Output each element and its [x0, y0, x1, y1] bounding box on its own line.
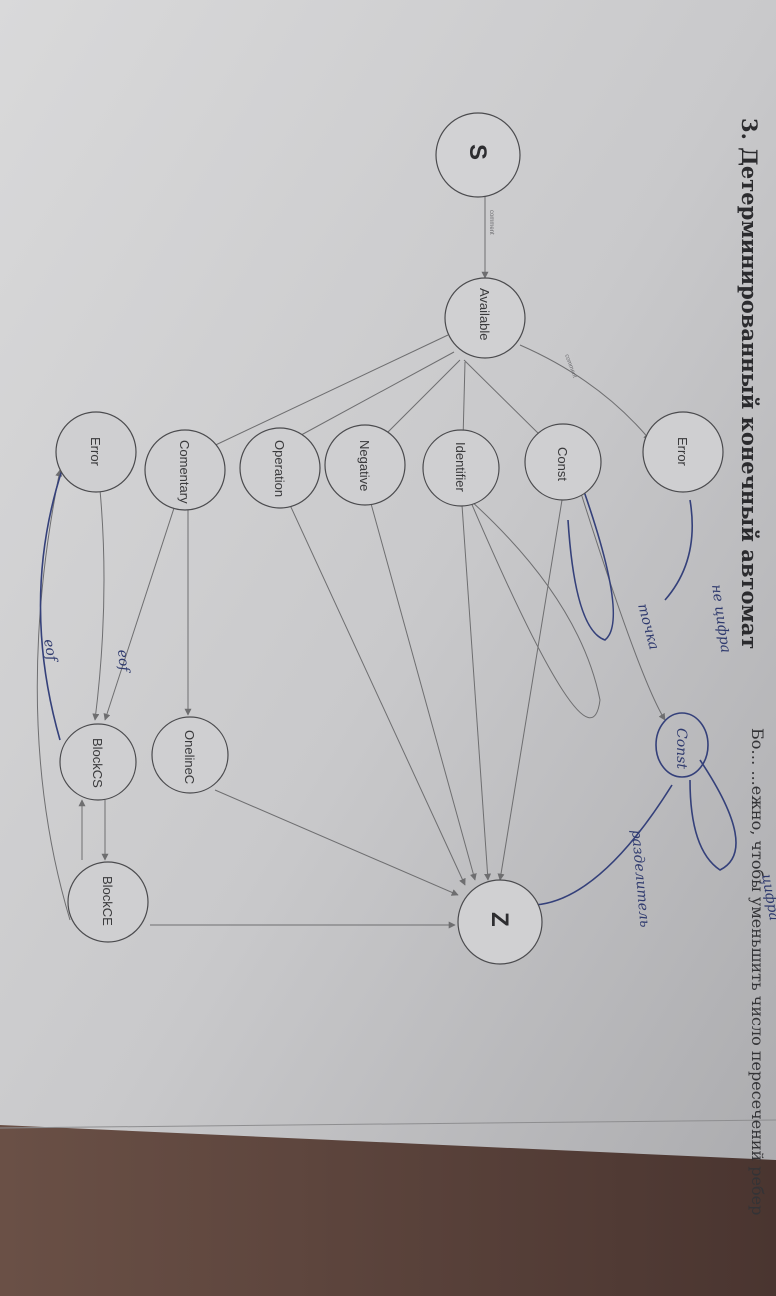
edge-available-comentary [204, 334, 449, 451]
pen-constb-z [534, 784, 673, 906]
edge-identifier-z [461, 504, 492, 881]
footer-text: Бо… ...ежно, чтобы уменьшить число перес… [748, 728, 767, 1215]
pen-constb-loop [689, 759, 737, 871]
node-error-bottom: Error [55, 411, 137, 493]
node-const: Const [524, 423, 602, 501]
edge-available-identifier [459, 361, 467, 441]
edge-available-error-top [519, 344, 651, 441]
edge-blockce-error-bottom [36, 469, 71, 921]
svg-text:BlockCE: BlockCE [100, 876, 115, 926]
edge-error-bottom-blockcs [92, 489, 105, 721]
edge-const-z [497, 499, 563, 881]
svg-text:Negative: Negative [357, 440, 372, 491]
svg-text:Comentary: Comentary [177, 440, 192, 504]
node-operation: Operation [239, 427, 321, 509]
svg-text:BlockCS: BlockCS [90, 738, 105, 788]
note-eof-2: eof [40, 638, 60, 665]
svg-text:Operation: Operation [272, 440, 287, 497]
edge-label-s-available: comment [488, 210, 494, 235]
pen-marks [39, 469, 737, 906]
svg-text:Const: Const [673, 728, 689, 769]
node-error-top: Error [642, 411, 724, 493]
edge-available-negative [379, 359, 461, 441]
svg-text:Z: Z [486, 912, 513, 927]
svg-text:Identifier: Identifier [453, 442, 468, 493]
edge-negative-z [369, 499, 477, 881]
node-comentary: Comentary [144, 429, 226, 511]
node-identifier: Identifier [422, 429, 500, 507]
svg-text:Error: Error [675, 437, 690, 467]
note-eof-1: eof [114, 649, 132, 675]
svg-text:Available: Available [477, 288, 492, 341]
edge-available-operation [291, 351, 455, 441]
node-blockce: BlockCE [67, 861, 149, 943]
edge-available-const [463, 359, 546, 441]
edge-const-constb [579, 489, 666, 721]
edge-comentary-blockcs [103, 504, 176, 721]
node-available: Available [444, 277, 526, 359]
node-z: Z [457, 879, 543, 965]
svg-text:OnelineC: OnelineC [182, 730, 197, 784]
svg-text:Const: Const [555, 447, 570, 481]
pen-arrow-error-top [664, 499, 693, 601]
edge-operation-z [289, 504, 466, 886]
nodes: S Available Error Const Identifier Negat… [55, 112, 724, 965]
node-const-handwritten: Const [655, 712, 709, 778]
pen-eof-loop [39, 469, 63, 741]
table-surface [0, 1125, 776, 1296]
svg-text:Error: Error [88, 437, 103, 467]
node-s: S [435, 112, 521, 198]
edge-onelinec-z [214, 789, 459, 896]
edge-identifier-loop [469, 499, 601, 719]
page-edge-line [0, 1119, 776, 1129]
node-negative: Negative [324, 424, 406, 506]
page-heading: 3. Детерминированный конечный автомат [737, 118, 762, 649]
svg-text:S: S [464, 144, 491, 160]
pen-const-loop [567, 479, 615, 641]
node-onelinec: OnelineC [151, 716, 229, 794]
node-blockcs: BlockCS [59, 723, 137, 801]
